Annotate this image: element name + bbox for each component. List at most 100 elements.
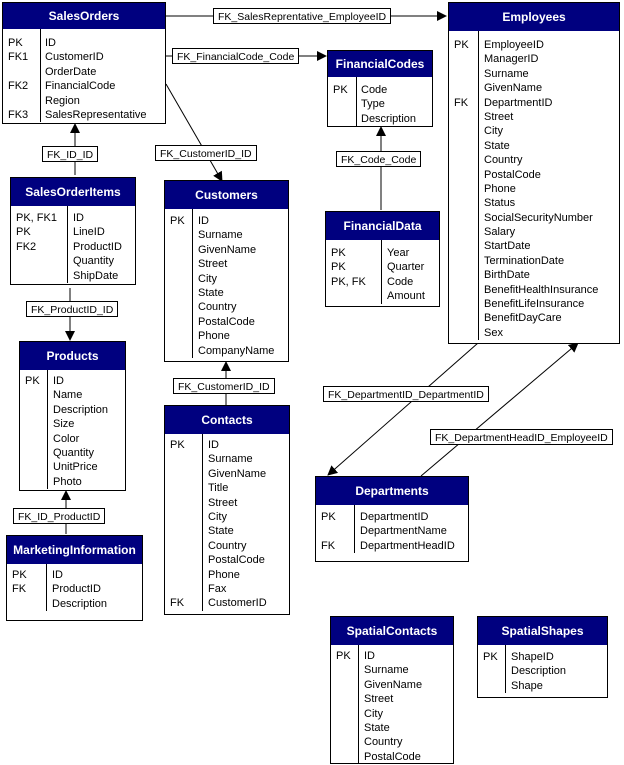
- field-row: Phone: [198, 330, 230, 343]
- field-row: Description: [53, 403, 109, 416]
- field-row: SocialSecurityNumber: [484, 211, 593, 224]
- field-row: PostalCode: [198, 315, 255, 328]
- field-row: Surname: [208, 453, 253, 466]
- rel-label-id-id: FK_ID_ID: [42, 146, 99, 162]
- field-row: Status: [484, 197, 516, 210]
- entity-title: SpatialShapes: [478, 617, 607, 645]
- field-row: Phone: [484, 182, 516, 195]
- field-row: State: [484, 139, 510, 152]
- field-row: BirthDate: [484, 269, 530, 282]
- field-row: Country: [198, 301, 237, 314]
- field-row: State: [364, 721, 390, 734]
- field-row: Street: [198, 258, 228, 271]
- entity-title: FinancialCodes: [328, 51, 432, 77]
- field-row: Street: [208, 496, 238, 509]
- field-row: Street: [484, 110, 514, 123]
- field-row: Amount: [387, 290, 425, 303]
- field-row: BenefitHealthInsurance: [484, 283, 599, 296]
- field-row: Quantity: [53, 446, 94, 459]
- edge-customerid-orders: [165, 83, 223, 182]
- rel-label-departmenthead: FK_DepartmentHeadID_EmployeeID: [430, 429, 613, 445]
- field-row: Size: [53, 418, 75, 431]
- entity-title: Departments: [316, 477, 468, 505]
- field-row: StartDate: [484, 240, 531, 253]
- field-row: TerminationDate: [484, 254, 565, 267]
- field-row: Surname: [198, 229, 243, 242]
- field-row: GivenName: [208, 467, 267, 480]
- field-row: BenefitDayCare: [484, 312, 562, 325]
- field-row: Photo: [53, 475, 82, 488]
- field-row: Description: [511, 665, 567, 678]
- field-row: State: [198, 286, 224, 299]
- field-row: DepartmentName: [360, 525, 447, 538]
- field-row: Country: [364, 736, 403, 749]
- edge-departmenthead: [420, 342, 579, 477]
- rel-label-customerid-orders: FK_CustomerID_ID: [155, 145, 257, 161]
- field-row: City: [364, 707, 383, 720]
- field-row: Surname: [484, 67, 529, 80]
- edge-departmentid: [327, 342, 479, 476]
- rel-label-code-code: FK_Code_Code: [336, 151, 422, 167]
- field-row: UnitPrice: [53, 461, 98, 474]
- field-row: Surname: [364, 664, 409, 677]
- field-row: Type: [361, 98, 385, 111]
- entity-title: MarketingInformation: [7, 536, 142, 564]
- entity-title: SalesOrders: [3, 3, 165, 29]
- entity-title: SpatialContacts: [331, 617, 453, 645]
- rel-label-departmentid: FK_DepartmentID_DepartmentID: [323, 386, 489, 402]
- rel-label-financialcode: FK_FinancialCode_Code: [172, 48, 300, 64]
- field-row: ShipDate: [73, 269, 119, 282]
- field-row: OrderDate: [45, 65, 97, 78]
- field-row: Shape: [511, 679, 543, 692]
- field-row: Country: [484, 154, 523, 167]
- entity-title: FinancialData: [326, 212, 439, 240]
- field-row: Quantity: [73, 255, 114, 268]
- field-row: Country: [208, 539, 247, 552]
- field-row: City: [208, 510, 227, 523]
- entity-title: SalesOrderItems: [11, 178, 135, 206]
- field-row: Color: [53, 432, 80, 445]
- field-row: Name: [53, 389, 83, 402]
- field-row: PostalCode: [364, 750, 421, 763]
- rel-label-productid-id: FK_ProductID_ID: [26, 301, 119, 317]
- field-row: GivenName: [484, 82, 543, 95]
- field-row: PostalCode: [484, 168, 541, 181]
- rel-label-id-productid: FK_ID_ProductID: [13, 508, 106, 524]
- field-row: PostalCode: [208, 554, 265, 567]
- field-row: City: [198, 272, 217, 285]
- field-row: GivenName: [364, 678, 423, 691]
- field-row: ManagerID: [484, 53, 539, 66]
- field-row: Fax: [208, 582, 227, 595]
- field-row: GivenName: [198, 243, 257, 256]
- field-row: Description: [361, 112, 417, 125]
- entity-title: Customers: [165, 181, 288, 209]
- rel-label-customerid-contacts: FK_CustomerID_ID: [173, 378, 275, 394]
- rel-label-salesrep: FK_SalesReprentative_EmployeeID: [213, 8, 392, 24]
- field-row: Region: [45, 94, 80, 107]
- field-row: City: [484, 125, 503, 138]
